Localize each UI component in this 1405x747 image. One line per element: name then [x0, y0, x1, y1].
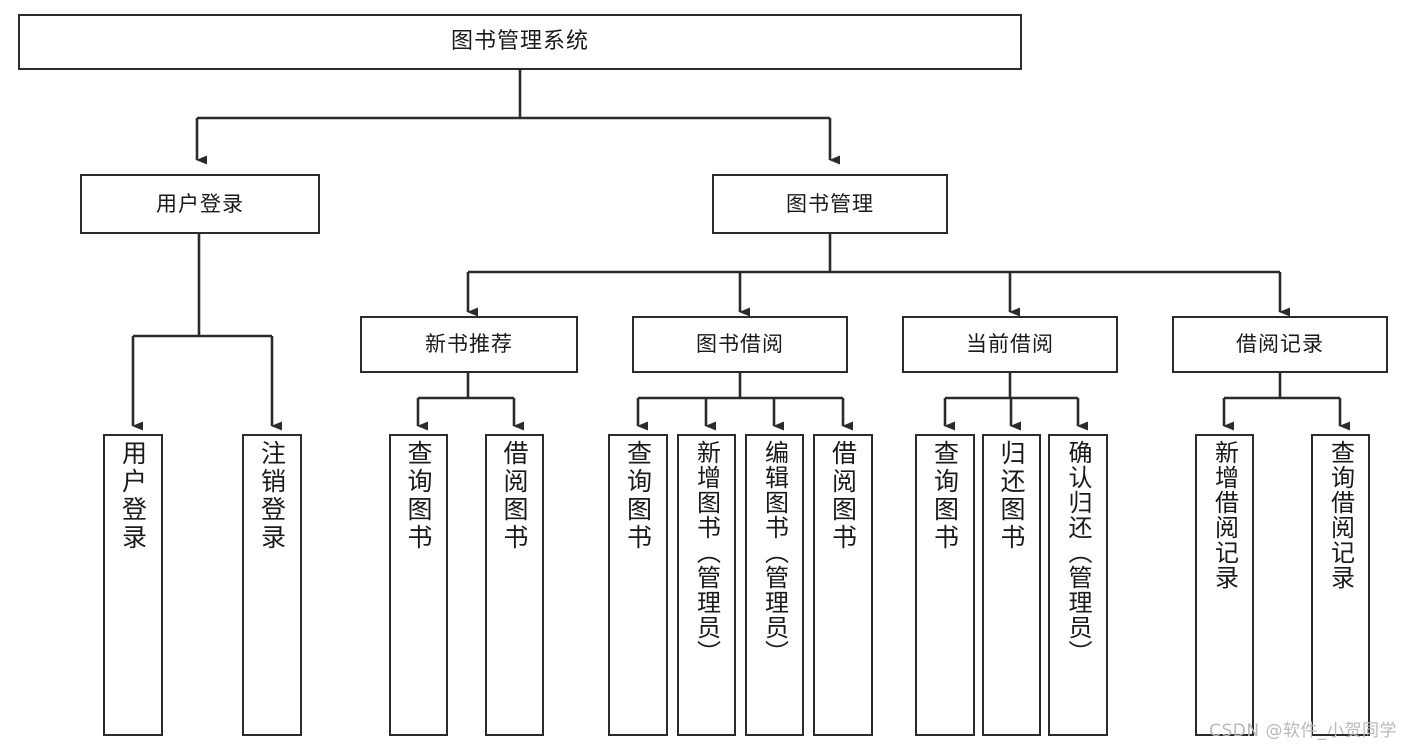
- node-label: 注销登录: [257, 440, 287, 552]
- node-book-borrow[interactable]: 图书借阅: [632, 316, 848, 373]
- node-label: 新增图书（管理员）: [692, 440, 721, 665]
- node-borrow-record[interactable]: 借阅记录: [1172, 316, 1388, 373]
- node-label: 新增借阅记录: [1210, 440, 1239, 590]
- node-label: 查询借阅记录: [1326, 440, 1355, 590]
- node-label: 查询图书: [623, 440, 653, 552]
- node-label: 图书管理: [786, 191, 874, 216]
- node-label: 归还图书: [997, 440, 1026, 552]
- leaf-edit-book-admin[interactable]: 编辑图书（管理员）: [745, 434, 804, 736]
- csdn-watermark: CSDN @软件_小贺同学: [1209, 721, 1397, 741]
- leaf-logout-login[interactable]: 注销登录: [242, 434, 302, 736]
- leaf-user-login[interactable]: 用户登录: [103, 434, 163, 736]
- leaf-query-book-current[interactable]: 查询图书: [915, 434, 975, 736]
- node-label: 借阅记录: [1236, 332, 1324, 357]
- node-label: 图书管理系统: [450, 29, 589, 55]
- leaf-borrow-book-borrow[interactable]: 借阅图书: [813, 434, 873, 736]
- node-label: 当前借阅: [966, 332, 1054, 357]
- node-root-system[interactable]: 图书管理系统: [18, 14, 1022, 70]
- leaf-return-book[interactable]: 归还图书: [982, 434, 1041, 736]
- leaf-add-borrow-record[interactable]: 新增借阅记录: [1195, 434, 1254, 736]
- leaf-add-book-admin[interactable]: 新增图书（管理员）: [677, 434, 736, 736]
- leaf-query-book-borrow[interactable]: 查询图书: [608, 434, 668, 736]
- leaf-borrow-book-rec[interactable]: 借阅图书: [485, 434, 544, 736]
- node-label: 确认归还（管理员）: [1064, 440, 1092, 665]
- node-current-borrow[interactable]: 当前借阅: [902, 316, 1118, 373]
- node-label: 借阅图书: [828, 440, 858, 552]
- leaf-confirm-return-admin[interactable]: 确认归还（管理员）: [1048, 434, 1108, 736]
- leaf-query-book-rec[interactable]: 查询图书: [389, 434, 448, 736]
- node-new-book-rec[interactable]: 新书推荐: [360, 316, 578, 373]
- node-user-login[interactable]: 用户登录: [80, 174, 320, 234]
- node-label: 用户登录: [118, 440, 148, 552]
- node-label: 图书借阅: [696, 332, 784, 357]
- node-label: 查询图书: [404, 440, 433, 552]
- node-label: 查询图书: [930, 440, 960, 552]
- node-label: 编辑图书（管理员）: [760, 440, 789, 665]
- node-book-admin[interactable]: 图书管理: [712, 174, 948, 234]
- node-label: 用户登录: [156, 191, 244, 216]
- node-label: 新书推荐: [425, 332, 513, 357]
- node-label: 借阅图书: [500, 440, 529, 552]
- leaf-query-borrow-record[interactable]: 查询借阅记录: [1311, 434, 1370, 736]
